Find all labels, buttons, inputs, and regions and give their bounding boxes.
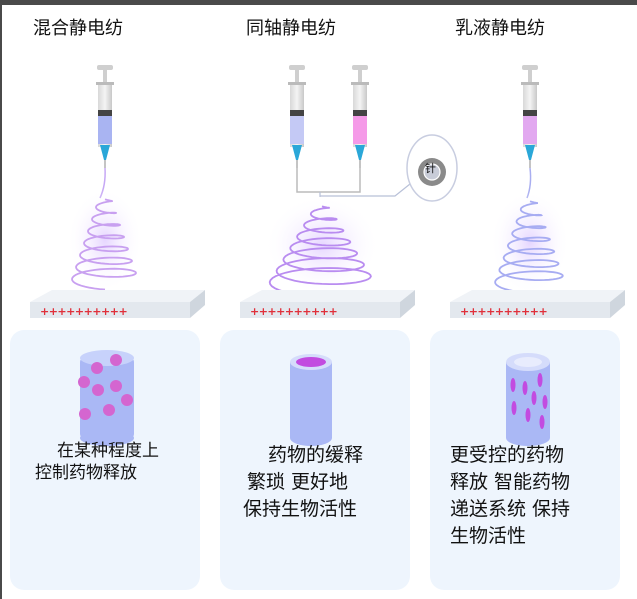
syringe-plunger-cap bbox=[289, 65, 305, 70]
fiber-emulsion-icon bbox=[506, 353, 550, 446]
collector-top bbox=[30, 290, 205, 302]
syringe-plunger-cap bbox=[97, 65, 113, 70]
syringe-flange bbox=[351, 82, 369, 85]
collector-side bbox=[190, 290, 205, 318]
collector-front bbox=[240, 302, 400, 318]
feed-tubing bbox=[296, 168, 361, 193]
syringe-plunger-rod bbox=[103, 70, 107, 82]
description-line: 更受控的药物 bbox=[450, 444, 565, 466]
syringe-plunger-rod bbox=[295, 70, 299, 82]
syringe-flange bbox=[96, 82, 114, 85]
needle-hub bbox=[100, 145, 110, 160]
syringe-solution bbox=[523, 116, 537, 144]
description-line: 释放 智能药物 bbox=[450, 471, 571, 493]
needle-hub bbox=[292, 145, 302, 160]
collector-charges: ++++++++++ bbox=[250, 305, 337, 318]
card-blend bbox=[10, 330, 200, 590]
fiber-spiral bbox=[268, 205, 372, 298]
needle-label: 针 bbox=[425, 162, 436, 175]
collector-side bbox=[610, 290, 625, 318]
syringe-plunger-cap bbox=[352, 65, 368, 70]
syringe-solution bbox=[290, 116, 304, 144]
window-frame-left bbox=[0, 0, 2, 599]
collector-front bbox=[30, 302, 190, 318]
needle-hub bbox=[355, 145, 365, 160]
title-coaxial-electrospinning: 同轴静电纺 bbox=[246, 18, 336, 39]
card-coaxial bbox=[220, 330, 410, 590]
description-line: 保持生物活性 bbox=[243, 498, 358, 520]
needle-hub bbox=[525, 145, 535, 160]
description-emulsion: 更受控的药物 释放 智能药物 递送系统 保持 生物活性 bbox=[450, 442, 570, 550]
collector-front bbox=[450, 302, 610, 318]
description-line: 控制药物释放 bbox=[35, 463, 137, 483]
description-line: 繁琐 更好地 bbox=[247, 471, 349, 493]
syringe-plunger-rod bbox=[528, 70, 532, 82]
description-line: 生物活性 bbox=[450, 525, 527, 547]
window-frame-top bbox=[0, 0, 637, 5]
description-coaxial: 药物的缓释 繁琐 更好地 保持生物活性 bbox=[243, 442, 363, 523]
card-emulsion bbox=[430, 330, 620, 590]
callout-line bbox=[319, 179, 416, 197]
fiber-particles-icon bbox=[78, 350, 134, 446]
electrospinning-illustration: ++++++++++ ++++++++++ ++++++++++ bbox=[30, 65, 625, 318]
syringe-stopper bbox=[523, 110, 537, 116]
collector-side bbox=[400, 290, 415, 318]
title-blend-electrospinning: 混合静电纺 bbox=[33, 18, 123, 39]
syringe-stopper bbox=[353, 110, 367, 116]
syringe-flange bbox=[521, 82, 539, 85]
collector-top bbox=[240, 290, 415, 302]
syringe-stopper bbox=[290, 110, 304, 116]
description-line: 在某种程度上 bbox=[57, 441, 159, 461]
syringe-solution bbox=[353, 116, 367, 144]
fiber-glow bbox=[490, 190, 570, 295]
description-line: 药物的缓释 bbox=[268, 444, 364, 466]
description-blend: 在某种程度上 控制药物释放 bbox=[35, 440, 159, 484]
fiber-spiral bbox=[494, 200, 564, 294]
needle-cross-section-inner bbox=[423, 163, 441, 181]
collector-charges: ++++++++++ bbox=[40, 305, 127, 318]
collector-top bbox=[450, 290, 625, 302]
collector-charges: ++++++++++ bbox=[460, 305, 547, 318]
description-line: 递送系统 保持 bbox=[450, 498, 571, 520]
fiber-spiral bbox=[71, 198, 137, 291]
syringe-stopper bbox=[98, 110, 112, 116]
syringe-flange bbox=[288, 82, 306, 85]
title-emulsion-electrospinning: 乳液静电纺 bbox=[455, 18, 545, 39]
fiber-core-shell-icon bbox=[290, 354, 332, 446]
syringe-plunger-rod bbox=[358, 70, 362, 82]
syringe-plunger-cap bbox=[522, 65, 538, 70]
fiber-glow bbox=[67, 188, 143, 292]
syringe-solution bbox=[98, 116, 112, 144]
